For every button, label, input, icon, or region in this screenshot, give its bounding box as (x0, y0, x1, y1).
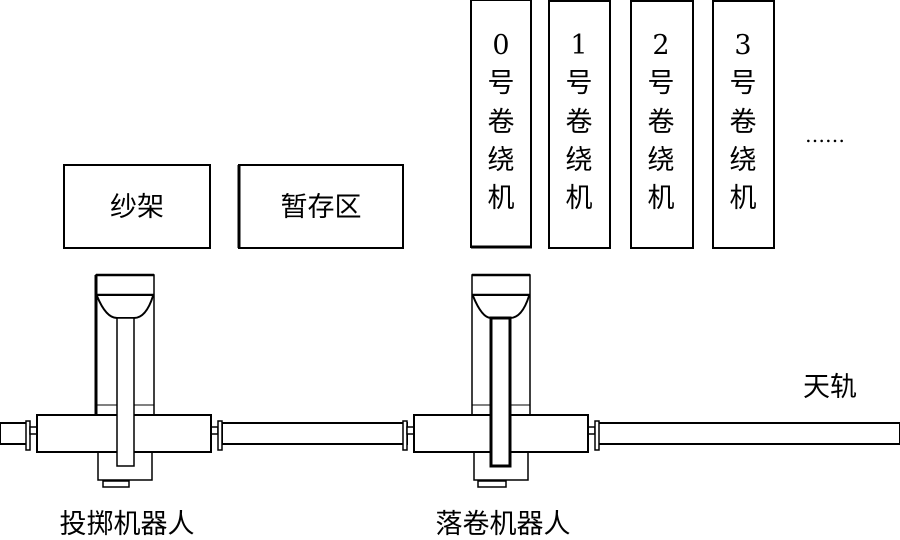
doffing-robot (402, 273, 600, 488)
winder-label-char: 卷 (488, 107, 515, 138)
winder-label-char: 号 (566, 68, 593, 99)
more-winders-ellipsis: …… (805, 123, 845, 147)
winder-number: 2 (652, 30, 669, 61)
creel-box: 纱架 (63, 164, 211, 249)
winder-label-char: 机 (488, 183, 515, 214)
winder-label-char: 机 (730, 183, 757, 214)
winder-label-char: 绕 (648, 145, 675, 176)
buffer-label: 暂存区 (281, 192, 362, 223)
winder-number: 1 (570, 30, 587, 61)
winder-number: 0 (492, 30, 509, 61)
winder-label-char: 机 (566, 183, 593, 214)
winder-label-char: 号 (648, 68, 675, 99)
winder-label-char: 卷 (648, 107, 675, 138)
overhead-rail (0, 422, 900, 445)
winder-0: 0 号 卷 绕 机 (470, 0, 532, 249)
buffer-box: 暂存区 (237, 164, 404, 249)
throwing-robot-label: 投掷机器人 (60, 509, 195, 540)
creel-label: 纱架 (110, 192, 164, 223)
rail-label: 天轨 (803, 372, 857, 403)
winder-label-char: 绕 (730, 145, 757, 176)
winder-label-char: 机 (648, 183, 675, 214)
winder-3: 3 号 卷 绕 机 (712, 0, 775, 249)
winder-label-char: 号 (730, 68, 757, 99)
winder-2: 2 号 卷 绕 机 (630, 0, 694, 249)
winder-number: 3 (734, 30, 751, 61)
winder-label-char: 卷 (730, 107, 757, 138)
winder-label-char: 绕 (566, 145, 593, 176)
winder-label-char: 号 (488, 68, 515, 99)
winder-label-char: 卷 (566, 107, 593, 138)
throwing-robot (25, 273, 223, 488)
doffing-robot-label: 落卷机器人 (436, 509, 571, 540)
winder-1: 1 号 卷 绕 机 (548, 0, 611, 249)
winder-label-char: 绕 (488, 145, 515, 176)
